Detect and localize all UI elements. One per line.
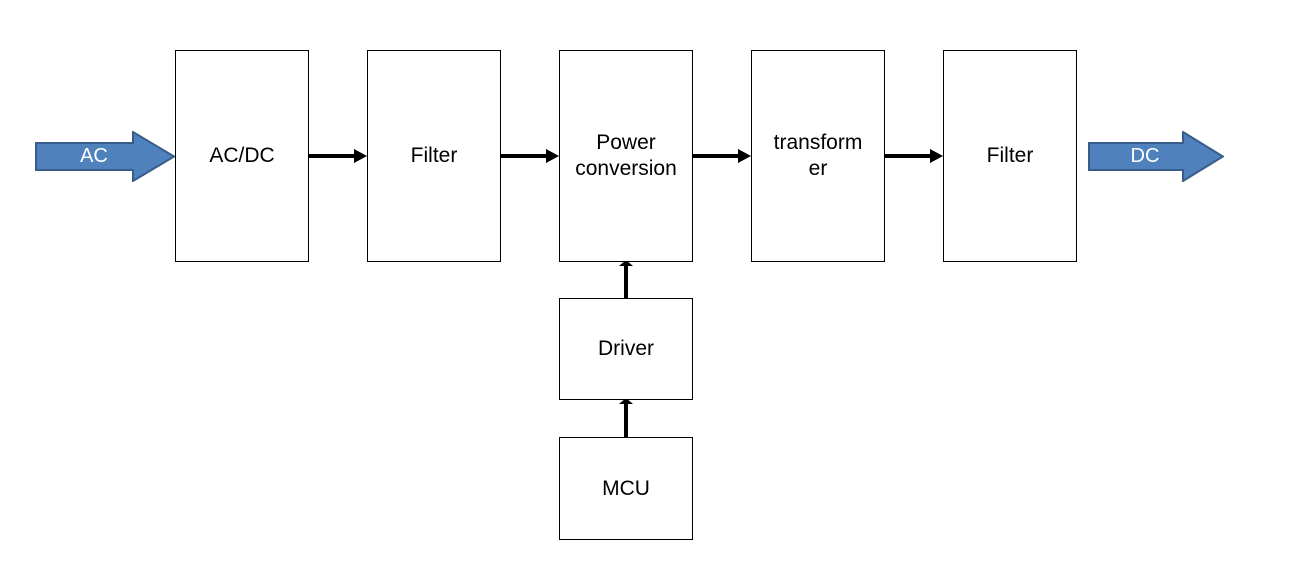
connector-mcu-to-driver xyxy=(616,398,636,439)
arrow-up-icon xyxy=(619,260,633,300)
block-filter-output-label: Filter xyxy=(986,144,1034,168)
block-acdc-label: AC/DC xyxy=(209,144,275,168)
block-power-conversion[interactable]: Power conversion xyxy=(559,50,693,262)
connector-acdc-to-filter xyxy=(309,146,367,166)
block-driver-label: Driver xyxy=(598,337,654,361)
arrow-right-icon xyxy=(693,149,751,163)
connector-transformer-to-filter xyxy=(885,146,943,166)
block-filter-input-label: Filter xyxy=(410,144,458,168)
block-mcu[interactable]: MCU xyxy=(559,437,693,540)
block-driver[interactable]: Driver xyxy=(559,298,693,400)
arrow-up-icon xyxy=(619,398,633,439)
arrow-right-icon xyxy=(309,149,367,163)
block-transformer[interactable]: transform er xyxy=(751,50,885,262)
block-acdc[interactable]: AC/DC xyxy=(175,50,309,262)
dc-output-arrow: DC xyxy=(1088,130,1225,183)
connector-driver-to-power-conversion xyxy=(616,260,636,300)
arrow-right-icon xyxy=(885,149,943,163)
block-filter-input[interactable]: Filter xyxy=(367,50,501,262)
block-mcu-label: MCU xyxy=(602,476,650,500)
block-transformer-label: transform er xyxy=(773,131,863,180)
ac-input-arrow: AC xyxy=(35,130,176,183)
block-filter-output[interactable]: Filter xyxy=(943,50,1077,262)
block-power-conversion-label: Power conversion xyxy=(575,131,677,180)
dc-arrow-shape xyxy=(1088,130,1225,183)
connector-filter-to-power-conversion xyxy=(501,146,559,166)
connector-power-conversion-to-transformer xyxy=(693,146,751,166)
ac-arrow-shape xyxy=(35,130,176,183)
arrow-right-icon xyxy=(501,149,559,163)
